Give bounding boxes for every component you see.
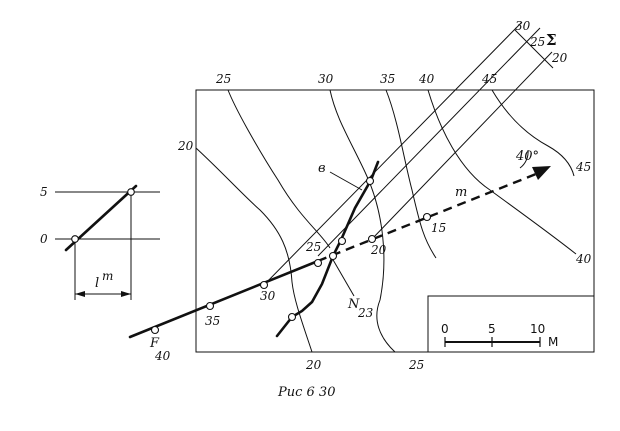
points bbox=[150, 176, 432, 335]
figure-caption: Рис 6 30 bbox=[277, 385, 335, 400]
line-m bbox=[128, 149, 551, 339]
label-30: 30 bbox=[260, 289, 276, 303]
label-top-30: 30 bbox=[318, 72, 334, 86]
label-level-5: 5 bbox=[40, 185, 48, 199]
scale-unit: М bbox=[548, 335, 558, 349]
label-top-35: 35 bbox=[380, 72, 395, 86]
line-v-extension bbox=[369, 160, 380, 182]
label-top-45: 45 bbox=[481, 72, 497, 86]
point-upper bbox=[365, 176, 375, 186]
scale-bar: 0 5 10 М bbox=[427, 295, 595, 353]
line-m-dashed bbox=[317, 172, 537, 263]
label-interval-sup: m bbox=[102, 269, 113, 283]
scale-box bbox=[427, 295, 595, 353]
line-v-leader bbox=[329, 171, 363, 191]
sigma-line-20 bbox=[371, 51, 553, 240]
label-m: m bbox=[455, 185, 467, 200]
point-25 bbox=[313, 258, 323, 268]
point-20b bbox=[367, 234, 377, 244]
sigma-line-25 bbox=[317, 27, 541, 257]
label-v: в bbox=[318, 161, 326, 176]
point-lower bbox=[287, 312, 297, 322]
scale-label-5: 5 bbox=[488, 322, 496, 336]
label-n: N bbox=[347, 297, 360, 312]
point-35 bbox=[205, 301, 215, 311]
contour-30 bbox=[329, 89, 396, 353]
line-m-solid bbox=[128, 259, 320, 339]
label-bottom-25: 25 bbox=[408, 358, 424, 372]
point-f40 bbox=[150, 325, 160, 335]
interval-diagram: 5 0 l m bbox=[40, 184, 160, 300]
label-35: 35 bbox=[205, 314, 220, 328]
point-level-0 bbox=[71, 235, 79, 243]
point-n23 bbox=[328, 251, 338, 261]
label-left-20: 20 bbox=[177, 139, 194, 153]
label-top-40: 40 bbox=[418, 72, 435, 86]
label-sigma-25: 25 bbox=[529, 35, 545, 49]
label-20: 20 bbox=[370, 243, 387, 257]
label-sigma-20: 20 bbox=[551, 51, 568, 65]
point-20a bbox=[337, 236, 347, 246]
dim-arrow-left bbox=[75, 291, 85, 297]
line-m-arrowhead bbox=[532, 166, 551, 180]
plane-sigma-lines bbox=[262, 21, 554, 287]
contour-25 bbox=[227, 89, 331, 249]
label-top-25: 25 bbox=[215, 72, 231, 86]
point-30 bbox=[259, 280, 269, 290]
label-sigma-30: 30 bbox=[515, 19, 531, 33]
dim-arrow-right bbox=[121, 291, 131, 297]
contour-45 bbox=[491, 89, 575, 177]
point-15 bbox=[422, 212, 432, 222]
contour-20 bbox=[195, 147, 313, 353]
contour-40 bbox=[427, 89, 577, 255]
sigma-end-cap bbox=[514, 29, 554, 69]
label-f: F bbox=[149, 336, 160, 351]
label-right-40: 40 bbox=[575, 252, 592, 266]
label-f40: 40 bbox=[154, 349, 171, 363]
n-leader bbox=[331, 257, 355, 297]
point-level-5 bbox=[127, 188, 135, 196]
terrain-contours bbox=[195, 89, 577, 353]
label-n-subscript: 23 bbox=[357, 306, 374, 320]
label-sigma: Σ bbox=[546, 31, 557, 49]
label-angle: 40° bbox=[515, 149, 539, 164]
label-level-0: 0 bbox=[40, 232, 48, 246]
sigma-line-30 bbox=[262, 21, 523, 287]
scale-label-0: 0 bbox=[441, 322, 449, 336]
angle-arc bbox=[519, 149, 529, 169]
scale-label-10: 10 bbox=[530, 322, 545, 336]
intersection-line bbox=[275, 160, 380, 338]
label-interval: l bbox=[95, 276, 99, 291]
intersection-curve bbox=[290, 178, 373, 319]
contour-35 bbox=[385, 89, 437, 259]
label-15: 15 bbox=[431, 221, 446, 235]
label-bottom-20: 20 bbox=[305, 358, 322, 372]
label-25: 25 bbox=[305, 240, 321, 254]
label-right-45: 45 bbox=[575, 160, 591, 174]
